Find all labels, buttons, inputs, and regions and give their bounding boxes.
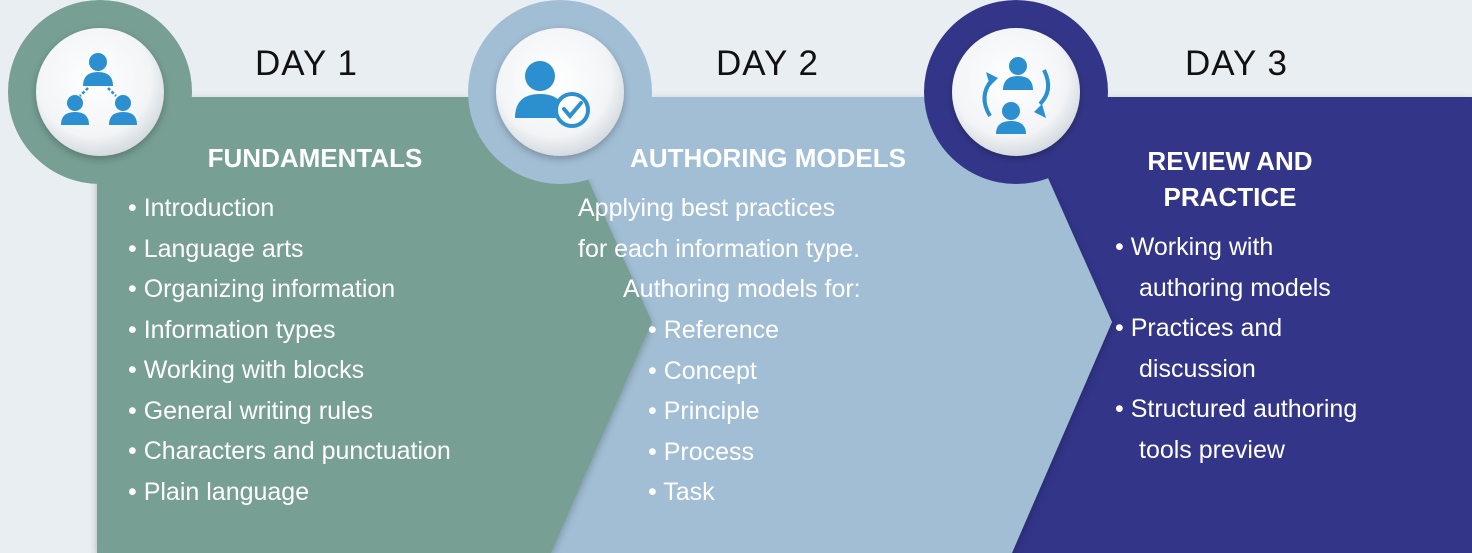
- list-item: • Structured authoring: [1115, 395, 1358, 423]
- day3-panel: [1012, 97, 1472, 553]
- day2-intro: Applying best practices for each informa…: [578, 188, 861, 310]
- day3-heading-line: REVIEW AND: [1147, 146, 1313, 176]
- list-item: discussion: [1139, 354, 1256, 383]
- day3-topic-list: • Working with authoring models • Practi…: [1115, 227, 1357, 470]
- person-checkmark-icon: [515, 61, 590, 128]
- intro-line: for each information type.: [578, 234, 861, 263]
- people-exchange-icon: [982, 57, 1051, 134]
- list-item: • Reference: [648, 316, 780, 344]
- day1-panel: [97, 97, 652, 553]
- list-item: authoring models: [1139, 273, 1331, 302]
- day3-heading: REVIEW AND PRACTICE: [1110, 143, 1350, 215]
- day3-label: DAY 3: [1185, 44, 1288, 83]
- list-item: • Process: [648, 437, 755, 466]
- org-chart-people-icon: [61, 53, 137, 125]
- list-item: • General writing rules: [128, 396, 373, 425]
- day2-model-list: • Reference • Concept • Principle • Proc…: [648, 310, 779, 513]
- list-item: • Characters and punctuation: [128, 437, 451, 465]
- day2-heading: AUTHORING MODELS: [630, 143, 906, 173]
- list-item: • Concept: [648, 356, 757, 385]
- day3-heading-line: PRACTICE: [1163, 182, 1297, 212]
- list-item: • Introduction: [128, 194, 275, 222]
- day1-icon-disc: [36, 28, 164, 156]
- day1-topic-list: • Introduction • Language arts • Organiz…: [128, 188, 451, 512]
- list-item: • Plain language: [128, 477, 310, 506]
- list-item: tools preview: [1139, 435, 1285, 464]
- day1-heading: FUNDAMENTALS: [207, 143, 423, 173]
- list-item: • Task: [648, 478, 715, 506]
- list-item: • Principle: [648, 397, 760, 425]
- day1-label: DAY 1: [255, 44, 358, 83]
- list-item: • Information types: [128, 315, 336, 344]
- list-item: • Working with: [1115, 233, 1274, 261]
- list-item: • Organizing information: [128, 275, 396, 303]
- day2-panel: [551, 97, 1112, 553]
- day3-icon-disc: [952, 28, 1080, 156]
- day2-icon-disc: [496, 28, 624, 156]
- list-item: • Practices and: [1115, 314, 1283, 342]
- intro-line: Applying best practices: [578, 194, 836, 222]
- list-item: • Language arts: [128, 234, 304, 263]
- day2-label: DAY 2: [716, 44, 819, 83]
- intro-line: Authoring models for:: [623, 275, 861, 303]
- list-item: • Working with blocks: [128, 356, 365, 384]
